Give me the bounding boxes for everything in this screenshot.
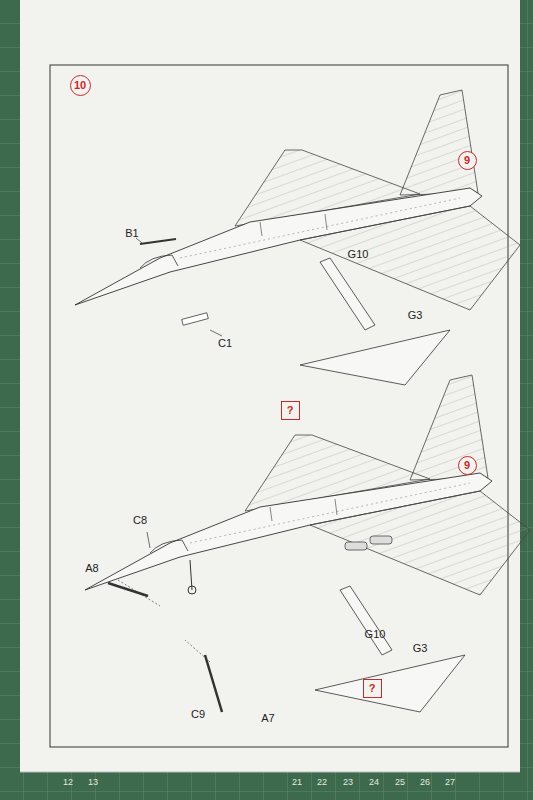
part-label: C1: [218, 338, 232, 349]
part-label: G10: [348, 249, 369, 260]
query-box: ?: [281, 401, 300, 420]
callout-circle: 9: [458, 151, 477, 170]
callout-circle: 9: [458, 456, 477, 475]
ruler-number: 13: [88, 778, 98, 787]
ruler-number: 21: [292, 778, 302, 787]
ruler-number: 27: [445, 778, 455, 787]
query-box: ?: [363, 679, 382, 698]
part-label: G10: [365, 629, 386, 640]
ruler-number: 23: [343, 778, 353, 787]
callout-circle: 10: [70, 75, 91, 96]
part-label: G3: [408, 310, 423, 321]
ruler-number: 12: [63, 778, 73, 787]
part-label: G3: [413, 643, 428, 654]
callout-number: ?: [369, 683, 376, 694]
callout-number: 9: [464, 155, 470, 166]
part-label: C8: [133, 515, 147, 526]
callout-number: 9: [464, 460, 470, 471]
ruler-number: 26: [420, 778, 430, 787]
callout-number: 10: [74, 80, 86, 91]
ruler-number: 22: [317, 778, 327, 787]
part-label: C9: [191, 709, 205, 720]
part-label: B1: [125, 228, 138, 239]
part-label: A7: [261, 713, 274, 724]
callout-number: ?: [287, 405, 294, 416]
part-label: A8: [85, 563, 98, 574]
ruler-number: 25: [395, 778, 405, 787]
ruler-number: 24: [369, 778, 379, 787]
